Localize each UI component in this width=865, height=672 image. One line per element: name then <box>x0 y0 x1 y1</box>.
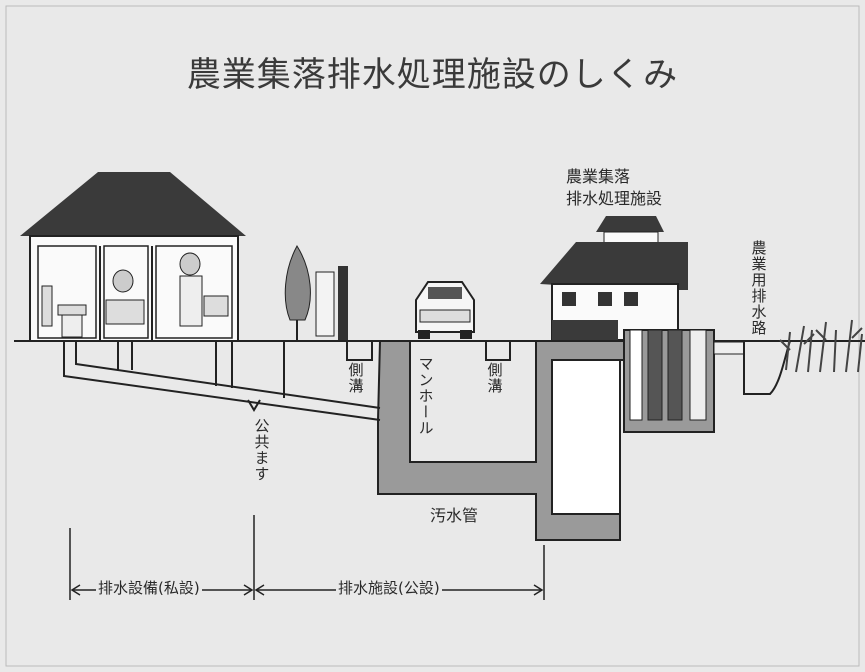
side-ditch-left-label: 側溝 <box>346 362 365 394</box>
car-illustration <box>415 281 475 339</box>
side-ditch-right-shape <box>485 341 511 361</box>
public-section-label: 排水施設(公設) <box>336 579 442 597</box>
sewer-pipe-label: 汚水管 <box>430 506 479 525</box>
sewer-system <box>377 329 745 541</box>
facility-building <box>540 216 688 342</box>
agricultural-drain-label: 農業用排水路 <box>749 240 768 336</box>
treatment-facility-label: 農業集落 排水処理施設 <box>566 167 663 208</box>
house-illustration <box>20 172 246 342</box>
manhole-label: マンホール <box>416 356 435 436</box>
agricultural-drain <box>743 319 863 395</box>
public-basin-label: 公共ます <box>252 418 271 482</box>
side-ditch-left-shape <box>346 341 373 361</box>
private-drain-pipes <box>63 341 381 421</box>
tree-illustration <box>284 245 348 341</box>
private-section-label: 排水設備(私設) <box>96 579 202 597</box>
treatment-tank <box>551 359 621 515</box>
side-ditch-right-label: 側溝 <box>485 362 504 394</box>
diagram-title: 農業集落排水処理施設のしくみ <box>186 55 679 95</box>
frame-border <box>5 5 860 667</box>
